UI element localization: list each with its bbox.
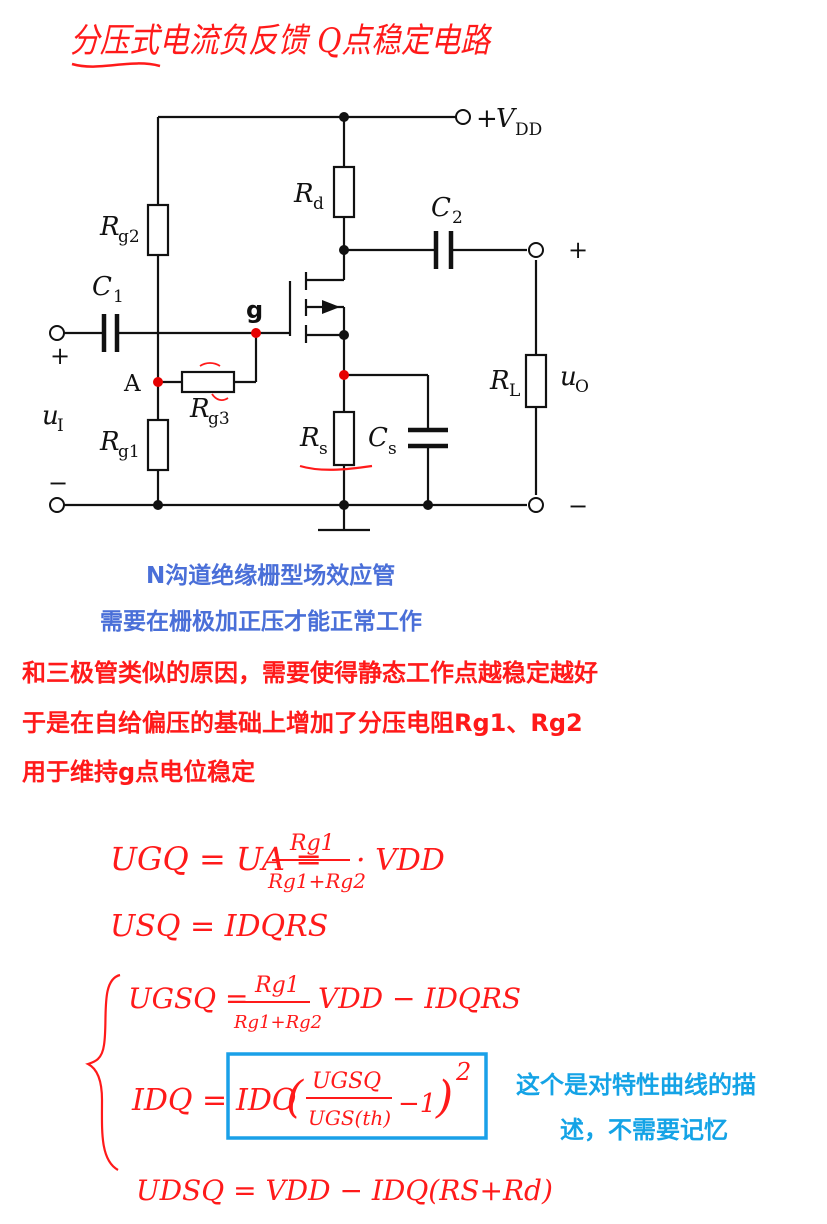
eq3-denominator: Rg1+Rg2 xyxy=(233,1012,322,1033)
rl-label: R xyxy=(489,366,510,396)
junction-dot xyxy=(339,330,349,340)
input-terminal-plus xyxy=(49,325,65,341)
rd-label: R xyxy=(293,179,314,209)
c1-label: C xyxy=(92,272,112,302)
system-brace xyxy=(85,973,121,1171)
eq3-numerator: Rg1 xyxy=(254,973,300,998)
rs-subscript: s xyxy=(319,439,328,459)
resistor-rl xyxy=(524,353,548,409)
eq4-exponent: 2 xyxy=(455,1058,471,1086)
junction-dot xyxy=(153,500,163,510)
eq3-tail: VDD − IDQRS xyxy=(318,982,521,1015)
c1-subscript: 1 xyxy=(113,287,124,307)
input-minus-label: − xyxy=(48,469,68,497)
eq4-tail: −1 xyxy=(398,1089,436,1119)
eq4-denominator: UGS(th) xyxy=(308,1106,391,1130)
junction-dot xyxy=(339,245,349,255)
cs-subscript: s xyxy=(388,439,397,459)
output-plus-label: + xyxy=(568,236,588,264)
gate-node-dot xyxy=(251,328,261,338)
eq1-denominator: Rg1+Rg2 xyxy=(267,869,366,893)
rs-underline-scribble xyxy=(299,464,373,471)
node-a-label: A xyxy=(123,371,141,397)
side-note-line1: 这个是对特性曲线的描 xyxy=(516,1071,756,1099)
uo-subscript: O xyxy=(575,377,589,397)
resistor-rs xyxy=(332,410,356,467)
resistor-rg3 xyxy=(180,370,236,394)
rg1-label: R xyxy=(99,427,120,457)
eq4-open-paren: ( xyxy=(286,1072,304,1123)
note-blue-line1: N沟道绝缘栅型场效应管 xyxy=(146,563,396,589)
vdd-terminal xyxy=(455,109,471,125)
mosfet-arrow-icon xyxy=(322,300,340,314)
rg1-subscript: g1 xyxy=(118,442,140,462)
output-terminal-minus xyxy=(528,497,544,513)
input-terminal-minus xyxy=(49,497,65,513)
rg2-label: R xyxy=(99,212,120,242)
junction-dot xyxy=(339,500,349,510)
eq4-lhs: IDQ = xyxy=(131,1083,227,1118)
resistor-rg2 xyxy=(146,203,170,257)
eq4-close-paren: ) xyxy=(435,1072,453,1123)
junction-dot xyxy=(423,500,433,510)
cs-label: C xyxy=(368,423,388,453)
eq2: USQ = IDQRS xyxy=(110,909,328,944)
rg3-label: R xyxy=(189,394,210,424)
output-minus-label: − xyxy=(568,492,588,520)
ui-subscript: I xyxy=(57,416,64,436)
rg2-subscript: g2 xyxy=(118,227,140,247)
page-title: 分压式电流负反馈 Q点稳定电路 xyxy=(70,21,493,61)
rl-subscript: L xyxy=(509,381,520,401)
note-blue-line2: 需要在栅极加正压才能正常工作 xyxy=(100,609,422,635)
note-red-line1: 和三极管类似的原因，需要使得静态工作点越稳定越好 xyxy=(22,659,598,687)
resistor-rg1 xyxy=(146,418,170,472)
eq4-ido: IDO xyxy=(235,1083,297,1118)
eq4-highlight-box xyxy=(226,1052,488,1140)
rg3-subscript: g3 xyxy=(208,409,230,429)
eq5: UDSQ = VDD − IDQ(RS+Rd) xyxy=(136,1174,553,1207)
side-note-line2: 述，不需要记忆 xyxy=(560,1116,728,1144)
vdd-plus-label: + xyxy=(476,104,498,134)
input-plus-label: + xyxy=(50,342,70,370)
rs-label: R xyxy=(299,423,320,453)
c2-label: C xyxy=(431,193,451,223)
c2-subscript: 2 xyxy=(452,208,463,228)
vdd-label: V xyxy=(496,104,517,134)
junction-dot xyxy=(339,112,349,122)
eq3-lhs: UGSQ = xyxy=(128,982,248,1015)
vdd-subscript: DD xyxy=(515,120,542,140)
note-red-line2: 于是在自给偏压的基础上增加了分压电阻Rg1、Rg2 xyxy=(22,709,583,737)
eq1-numerator: Rg1 xyxy=(289,831,335,856)
eq4-numerator: UGSQ xyxy=(312,1069,381,1094)
ui-label: u xyxy=(42,401,59,431)
resistor-rd xyxy=(332,165,356,219)
source-node-dot xyxy=(339,370,349,380)
title-underline xyxy=(71,62,161,68)
rd-subscript: d xyxy=(313,194,324,214)
uo-label: u xyxy=(560,362,577,392)
output-terminal-plus xyxy=(528,242,544,258)
eq1-tail: · VDD xyxy=(356,843,445,878)
node-a-dot xyxy=(153,377,163,387)
note-red-line3: 用于维持g点电位稳定 xyxy=(22,758,256,786)
rg3-highlight-scribble xyxy=(199,362,229,401)
gate-label: g xyxy=(246,296,263,324)
